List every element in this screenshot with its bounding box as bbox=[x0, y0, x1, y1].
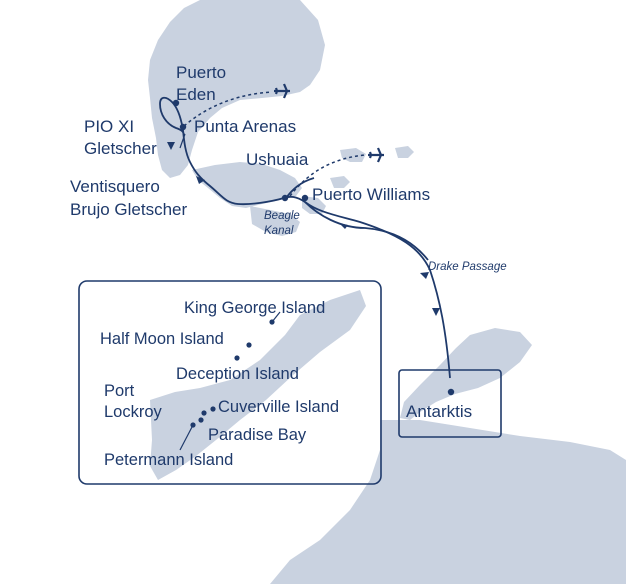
label-ventisquero-2: Brujo Gletscher bbox=[70, 200, 187, 219]
label-pio-xi-2: Gletscher bbox=[84, 139, 157, 158]
label-puerto-williams: Puerto Williams bbox=[312, 185, 430, 204]
label-deception-island: Deception Island bbox=[176, 365, 299, 383]
label-paradise-bay: Paradise Bay bbox=[208, 426, 307, 444]
land-antarctic-peninsula bbox=[150, 290, 626, 584]
label-king-george-island: King George Island bbox=[184, 299, 325, 317]
label-port-lockroy-2: Lockroy bbox=[104, 403, 163, 421]
label-antarktis: Antarktis bbox=[406, 402, 472, 421]
label-beagle-kanal-2: Kanal bbox=[264, 225, 294, 237]
land-south-america bbox=[148, 0, 414, 236]
label-petermann-island: Petermann Island bbox=[104, 451, 233, 469]
label-beagle-kanal-1: Beagle bbox=[264, 210, 300, 222]
label-half-moon-island: Half Moon Island bbox=[100, 330, 224, 348]
cruise-route bbox=[159, 96, 451, 379]
label-cuverville-island: Cuverville Island bbox=[218, 398, 339, 416]
label-puerto-eden-2: Eden bbox=[176, 85, 216, 104]
airplane-icon bbox=[368, 147, 384, 163]
label-ushuaia: Ushuaia bbox=[246, 150, 309, 169]
label-pio-xi-1: PIO XI bbox=[84, 117, 134, 136]
flight-paths bbox=[183, 91, 366, 197]
label-port-lockroy-1: Port bbox=[104, 382, 135, 400]
label-ventisquero-1: Ventisquero bbox=[70, 177, 160, 196]
label-punta-arenas: Punta Arenas bbox=[194, 117, 296, 136]
route-arrows bbox=[167, 142, 440, 316]
airplane-icon bbox=[274, 83, 290, 99]
label-puerto-eden-1: Puerto bbox=[176, 63, 226, 82]
leader-lines bbox=[179, 133, 281, 451]
label-drake-passage: Drake Passage bbox=[428, 261, 507, 273]
inset-frame bbox=[78, 280, 382, 485]
